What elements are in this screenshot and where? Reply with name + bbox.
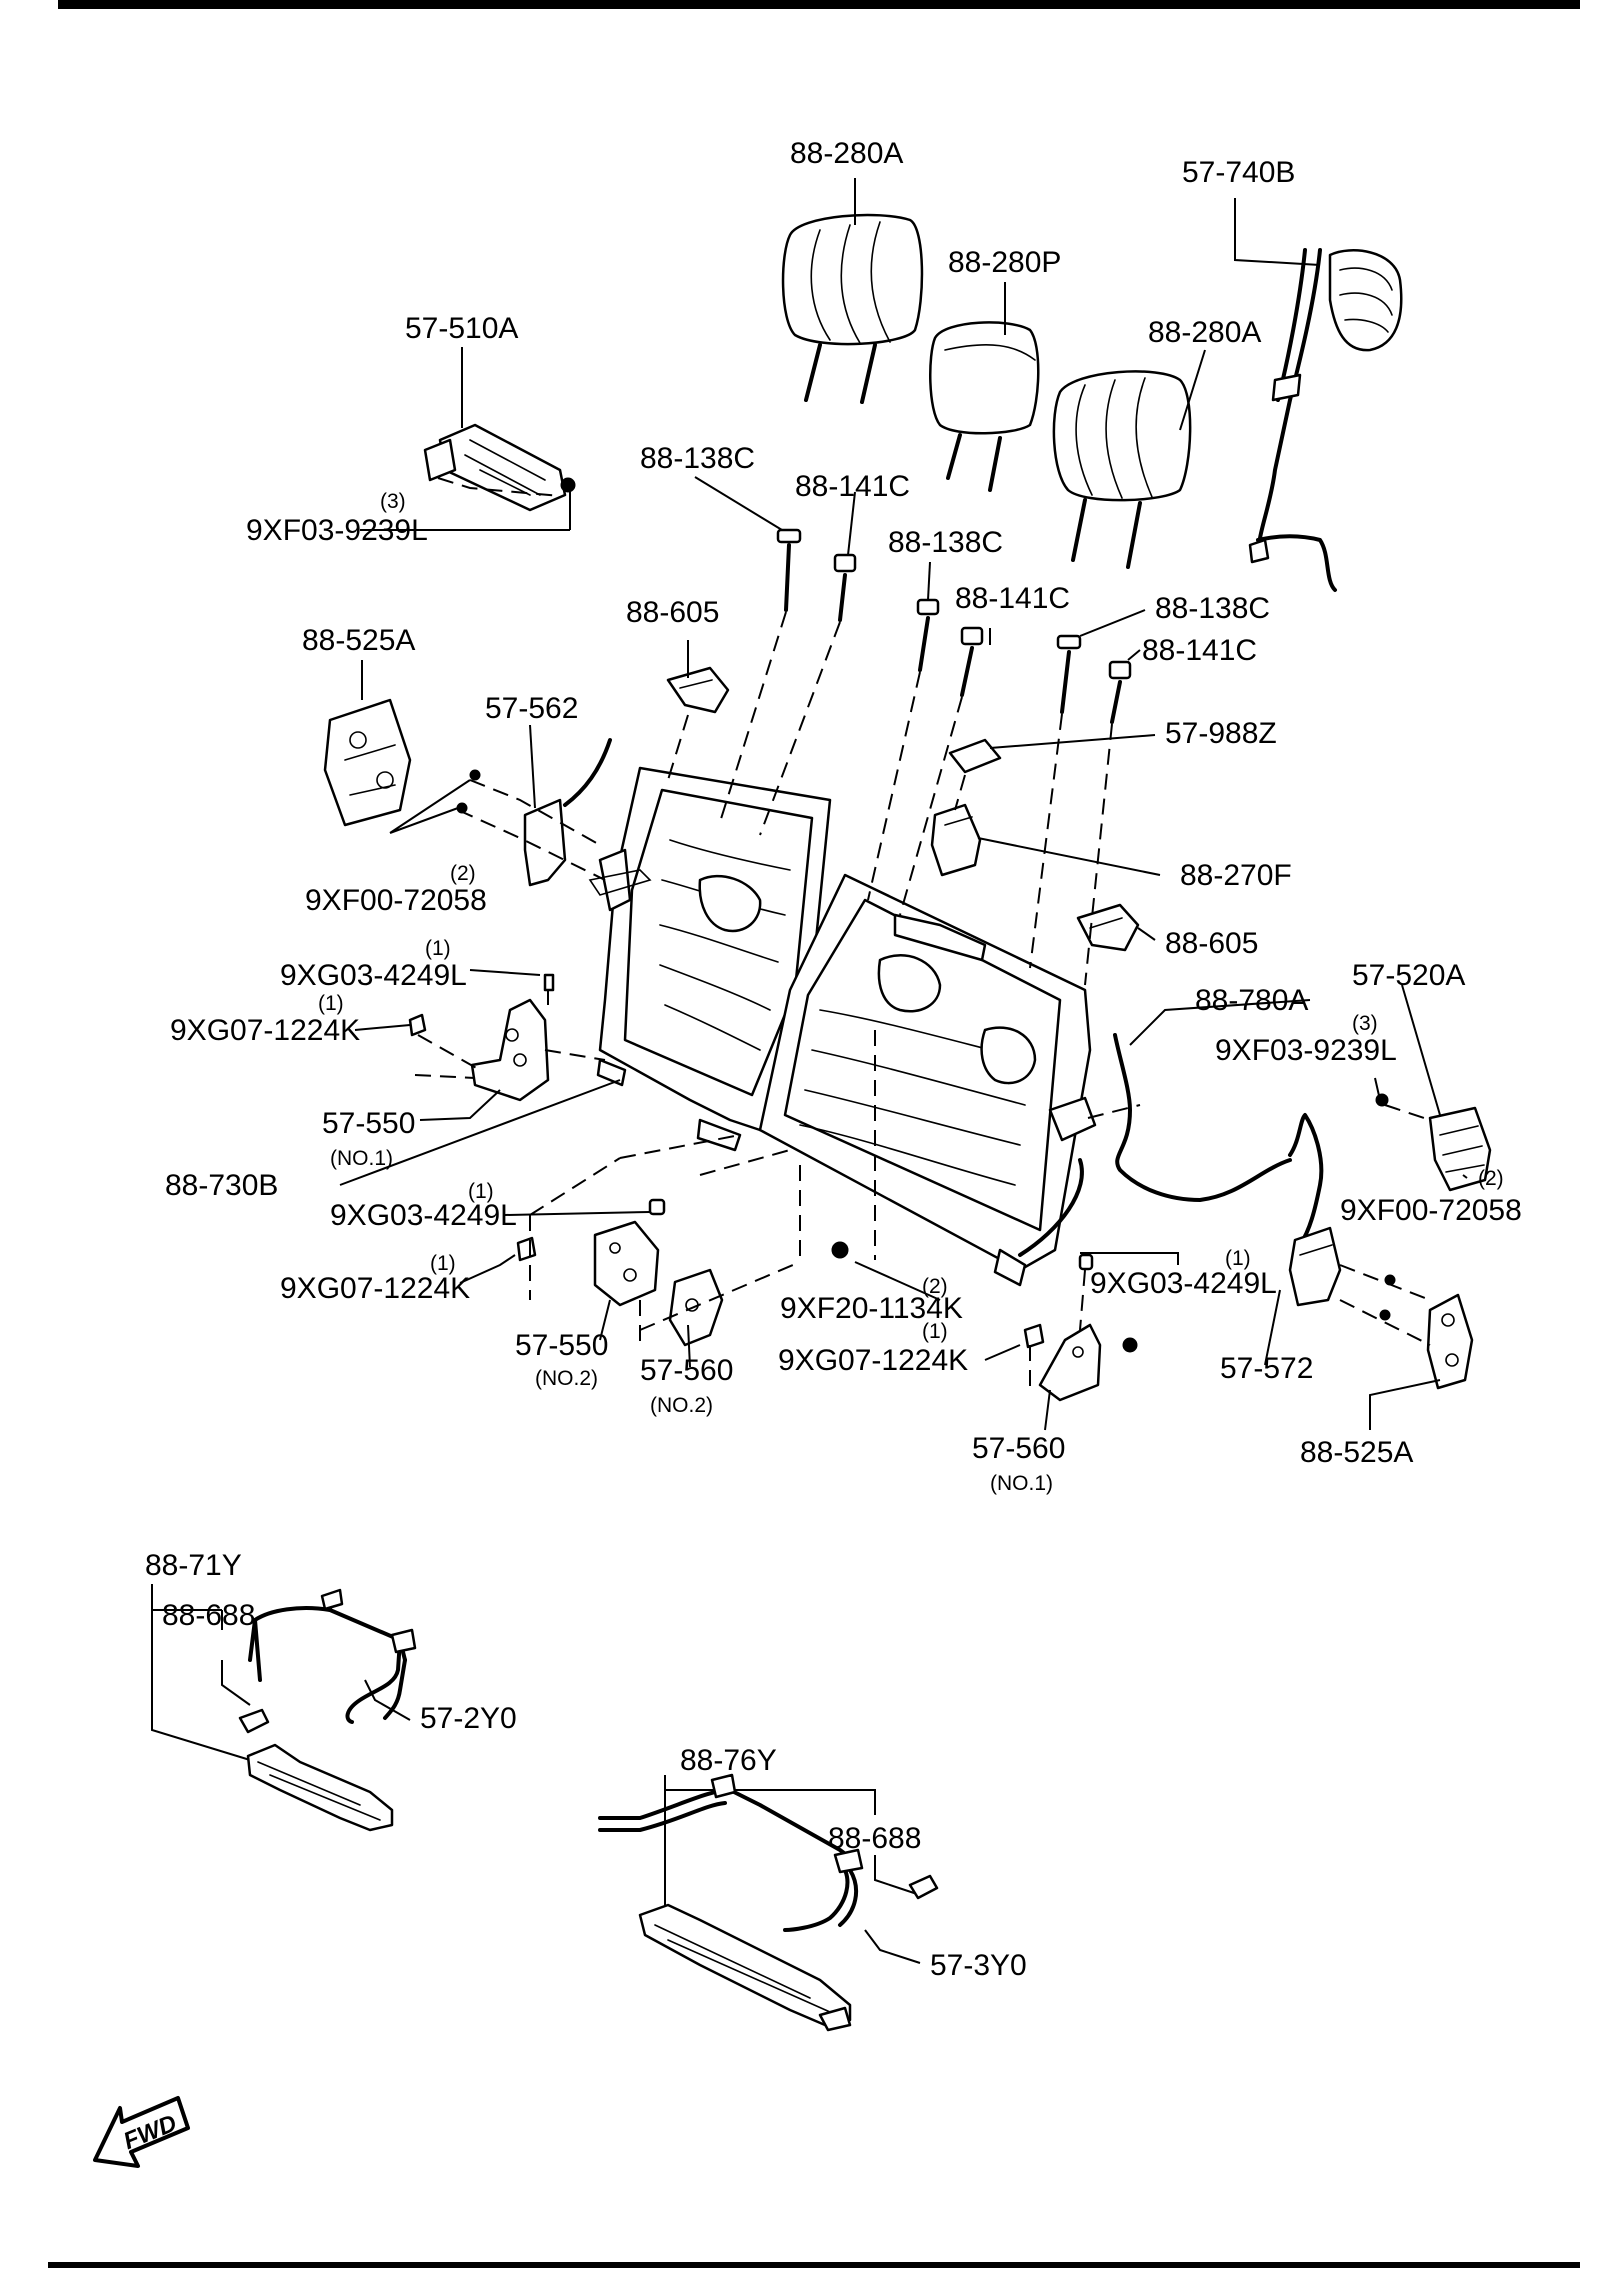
no1-b: (NO.1) bbox=[990, 1472, 1053, 1495]
plate-88-525A-left bbox=[323, 698, 412, 827]
label-57-520A: 57-520A bbox=[1352, 959, 1465, 992]
hinge-57-560-no2 bbox=[668, 1268, 724, 1347]
part-labels: 88-280A 57-740B 88-280P 88-280A 57-510A … bbox=[145, 137, 1522, 1982]
guide-bolts bbox=[776, 528, 1132, 724]
label-88-76Y: 88-76Y bbox=[680, 1744, 777, 1777]
label-88-270F: 88-270F bbox=[1180, 859, 1292, 892]
label-9XG07-1224K-c: 9XG07-1224K bbox=[778, 1344, 968, 1377]
label-88-525A-b: 88-525A bbox=[1300, 1436, 1413, 1469]
label-9XF00-72058-b: 9XF00-72058 bbox=[1340, 1194, 1522, 1227]
label-57-560-a: 57-560 bbox=[640, 1354, 733, 1387]
bracket-57-510A bbox=[423, 423, 576, 512]
plate-88-525A-right bbox=[1426, 1293, 1474, 1390]
label-88-280P: 88-280P bbox=[948, 246, 1061, 279]
no1-a: (NO.1) bbox=[330, 1147, 393, 1170]
label-57-550-a: 57-550 bbox=[322, 1107, 415, 1140]
label-88-141C-a: 88-141C bbox=[795, 470, 910, 503]
label-88-688-a: 88-688 bbox=[162, 1599, 255, 1632]
label-9XF03-9239L-a: 9XF03-9239L bbox=[246, 514, 428, 547]
label-57-572: 57-572 bbox=[1220, 1352, 1313, 1385]
qty-1-e: (1) bbox=[1225, 1247, 1251, 1270]
bracket-88-688-right bbox=[908, 1874, 939, 1900]
label-9XG07-1224K-a: 9XG07-1224K bbox=[170, 1014, 360, 1047]
label-9XF20-1134K: 9XF20-1134K bbox=[780, 1292, 963, 1325]
label-9XF03-9239L-b: 9XF03-9239L bbox=[1215, 1034, 1397, 1067]
label-88-141C-b: 88-141C bbox=[955, 582, 1070, 615]
headrest-88-280A-left bbox=[781, 213, 924, 404]
label-88-138C-c: 88-138C bbox=[1155, 592, 1270, 625]
qty-2-a: (2) bbox=[450, 862, 476, 885]
bottom-rule bbox=[48, 2262, 1580, 2268]
seat-back-frame-88-730B bbox=[588, 766, 832, 1152]
label-88-138C-a: 88-138C bbox=[640, 442, 755, 475]
frame-57-3Y0 bbox=[598, 1773, 864, 1932]
hinge-57-550-no2 bbox=[516, 1198, 666, 1307]
label-88-141C-c: 88-141C bbox=[1142, 634, 1257, 667]
qty-1-f: (1) bbox=[922, 1320, 948, 1343]
top-rule bbox=[58, 0, 1580, 9]
label-88-71Y: 88-71Y bbox=[145, 1549, 242, 1582]
qty-1-a: (1) bbox=[425, 937, 451, 960]
buckle-57-562 bbox=[456, 738, 612, 887]
harness-88-780A bbox=[1113, 1033, 1324, 1247]
label-88-688-b: 88-688 bbox=[828, 1822, 921, 1855]
label-88-280A-top: 88-280A bbox=[790, 137, 903, 170]
label-88-605-b: 88-605 bbox=[1165, 927, 1258, 960]
buckle-57-572 bbox=[1288, 1226, 1396, 1321]
guide-88-605-left bbox=[666, 666, 730, 714]
label-9XG03-4249L-c: 9XG03-4249L bbox=[1090, 1267, 1277, 1300]
qty-2-b: (2) bbox=[1478, 1167, 1504, 1190]
seat-back-frame-right bbox=[758, 873, 1097, 1287]
label-57-2Y0: 57-2Y0 bbox=[420, 1702, 517, 1735]
label-57-560-b: 57-560 bbox=[972, 1432, 1065, 1465]
pad-57-988Z bbox=[948, 738, 1002, 774]
label-57-510A: 57-510A bbox=[405, 312, 518, 345]
qty-1-d: (1) bbox=[430, 1252, 456, 1275]
hinge-57-550-no1 bbox=[408, 973, 555, 1102]
seat-belt-57-740B bbox=[1248, 248, 1403, 592]
label-88-138C-b: 88-138C bbox=[888, 526, 1003, 559]
label-9XG03-4249L-a: 9XG03-4249L bbox=[280, 959, 467, 992]
qty-3-b: (3) bbox=[1352, 1012, 1378, 1035]
label-9XG03-4249L-b: 9XG03-4249L bbox=[330, 1199, 517, 1232]
label-9XG07-1224K-b: 9XG07-1224K bbox=[280, 1272, 470, 1305]
qty-2-c: (2) bbox=[922, 1275, 948, 1298]
frame-57-2Y0 bbox=[248, 1588, 417, 1724]
rail-88-76Y bbox=[638, 1903, 852, 2032]
no2-b: (NO.2) bbox=[650, 1394, 713, 1417]
qty-3-a: (3) bbox=[380, 490, 406, 513]
rail-88-71Y bbox=[246, 1743, 394, 1832]
label-88-525A-a: 88-525A bbox=[302, 624, 415, 657]
label-57-550-b: 57-550 bbox=[515, 1329, 608, 1362]
headrest-88-280P bbox=[929, 321, 1040, 492]
no2-a: (NO.2) bbox=[535, 1367, 598, 1390]
label-88-780A: 88-780A bbox=[1195, 984, 1308, 1017]
fwd-arrow-icon: FWD bbox=[93, 2096, 190, 2168]
guide-88-605-right bbox=[1076, 903, 1140, 952]
bracket-88-688-left bbox=[238, 1708, 270, 1734]
leader-lines bbox=[151, 178, 1468, 1964]
label-57-740B: 57-740B bbox=[1182, 156, 1295, 189]
headrest-88-280A-right bbox=[1052, 370, 1192, 569]
label-88-605-a: 88-605 bbox=[626, 596, 719, 629]
bracket-88-270F bbox=[930, 803, 982, 877]
label-88-730B: 88-730B bbox=[165, 1169, 278, 1202]
label-88-280A-right: 88-280A bbox=[1148, 316, 1261, 349]
reference-lines bbox=[414, 477, 1431, 1386]
label-57-988Z: 57-988Z bbox=[1165, 717, 1277, 750]
label-9XF00-72058-a: 9XF00-72058 bbox=[305, 884, 487, 917]
hinge-57-560-no1 bbox=[831, 1241, 1138, 1402]
qty-1-b: (1) bbox=[318, 992, 344, 1015]
label-57-3Y0: 57-3Y0 bbox=[930, 1949, 1027, 1982]
qty-1-c: (1) bbox=[468, 1180, 494, 1203]
label-57-562: 57-562 bbox=[485, 692, 578, 725]
